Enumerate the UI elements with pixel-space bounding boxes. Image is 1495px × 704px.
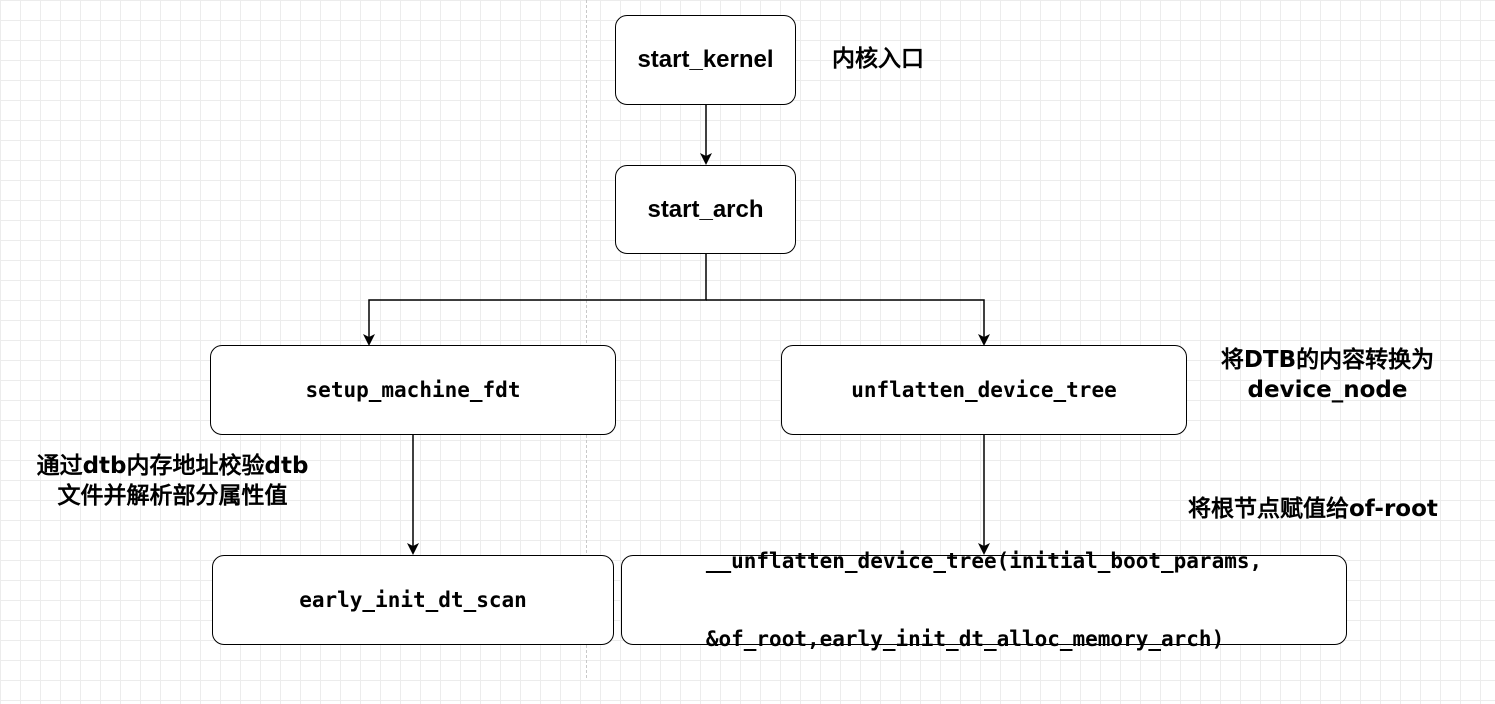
annotation-root-assign: 将根节点赋值给of-root [1188, 496, 1438, 522]
edge-start-arch-to-setup-machine-fdt [363, 254, 707, 346]
annotation-dtb-convert-line-1: 将DTB的内容转换为 [1220, 347, 1435, 373]
annotation-dtb-convert-line-2: device_node [1247, 377, 1408, 403]
connector-layer [363, 105, 990, 555]
unflatten-call-line-2: &of_root,early_init_dt_alloc_memory_arch… [705, 627, 1225, 651]
node-start-arch[interactable]: start_arch [615, 165, 796, 254]
node-unflatten-device-tree[interactable]: unflatten_device_tree [781, 345, 1187, 435]
annotation-dtb-validate-line-1: 通过dtb内存地址校验dtb [36, 453, 309, 479]
node-early-init-dt-scan[interactable]: early_init_dt_scan [212, 555, 614, 645]
node-start-kernel[interactable]: start_kernel [615, 15, 796, 105]
page-divider [586, 0, 587, 678]
unflatten-call-line-1: __unflatten_device_tree(initial_boot_par… [705, 549, 1263, 573]
annotation-dtb-convert: 将DTB的内容转换为 device_node [1200, 345, 1455, 405]
annotation-kernel-entry: 内核入口 [832, 46, 924, 72]
unflatten-call-text: __unflatten_device_tree(initial_boot_par… [706, 496, 1262, 704]
node-unflatten-call[interactable]: __unflatten_device_tree(initial_boot_par… [621, 549, 1347, 651]
node-setup-machine-fdt[interactable]: setup_machine_fdt [210, 345, 616, 435]
annotation-dtb-validate-line-2: 文件并解析部分属性值 [57, 483, 288, 509]
edge-start-arch-to-unflatten-device-tree [706, 299, 990, 346]
annotation-dtb-validate: 通过dtb内存地址校验dtb 文件并解析部分属性值 [10, 451, 335, 511]
